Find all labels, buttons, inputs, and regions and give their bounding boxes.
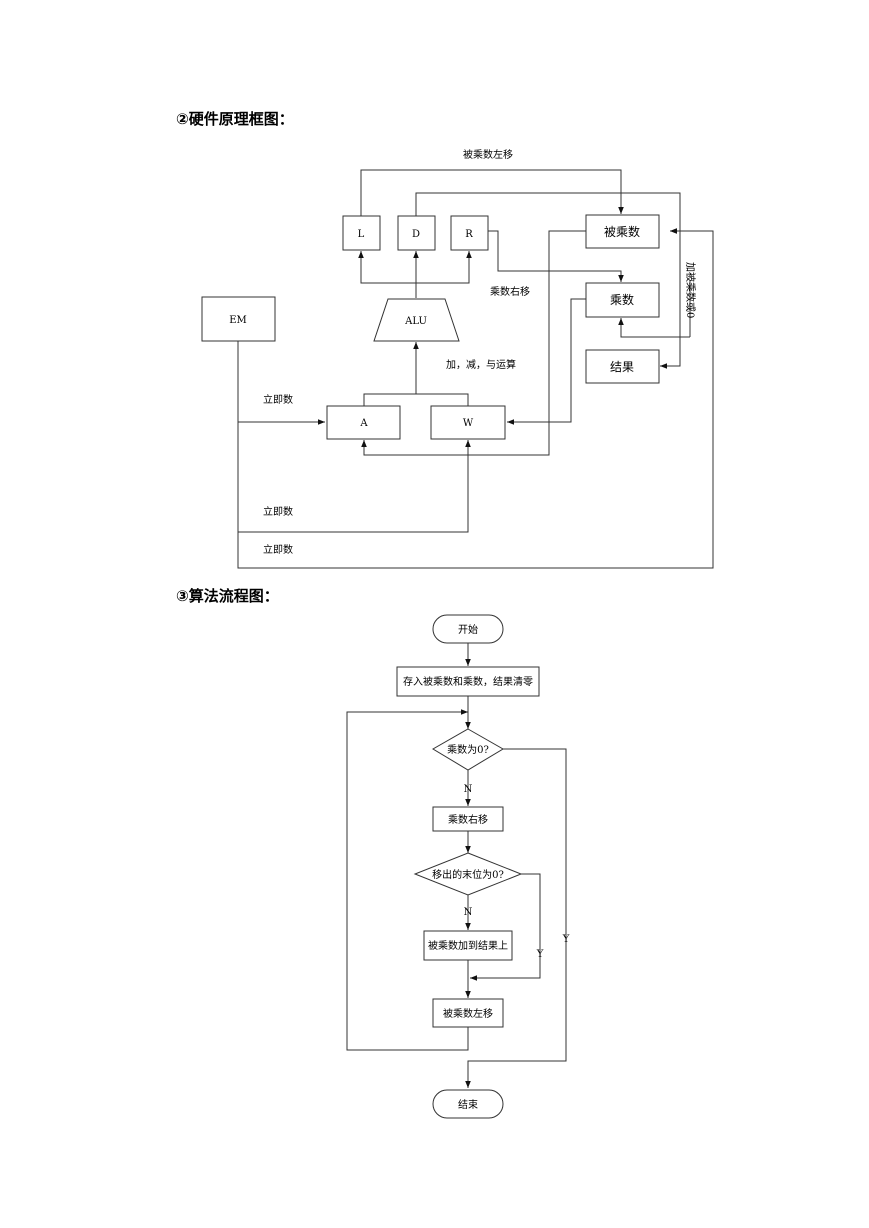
label-add-multiplicand-or-zero: 加被乘数或0 bbox=[684, 262, 697, 318]
alu-label: ALU bbox=[404, 316, 427, 327]
register-a-label: A bbox=[359, 418, 368, 429]
register-l-box bbox=[342, 215, 381, 251]
line-add-to-result bbox=[660, 231, 681, 369]
algorithm-flowchart: 开始 存入被乘数和乘数，结果清零 乘数为0? N Y 乘数右移 移出的末位为0?… bbox=[346, 614, 570, 1119]
label-immediate-2: 立即数 bbox=[263, 505, 293, 518]
em-label: EM bbox=[229, 315, 247, 326]
line-em-to-w bbox=[238, 440, 471, 533]
line-alu-to-r bbox=[416, 251, 472, 284]
result-label: 结果 bbox=[610, 360, 634, 374]
line-em-to-multiplicand bbox=[237, 228, 714, 569]
line-multiplier-to-w bbox=[507, 298, 586, 425]
line-cond1-yes-to-end bbox=[465, 748, 567, 1088]
line-aw-join bbox=[363, 393, 469, 406]
register-r-label: R bbox=[465, 229, 473, 240]
shift-right-label: 乘数右移 bbox=[448, 813, 488, 826]
multiplier-label: 乘数 bbox=[610, 292, 634, 307]
add-to-result-label: 被乘数加到结果上 bbox=[428, 939, 508, 952]
cond1-yes-label: Y bbox=[562, 934, 570, 945]
line-shift-left bbox=[360, 169, 624, 216]
cond-shifted-bit-zero-diamond bbox=[413, 852, 523, 896]
end-label: 结束 bbox=[458, 1098, 478, 1111]
store-step-label: 存入被乘数和乘数，结果清零 bbox=[403, 675, 533, 688]
end-terminal bbox=[432, 1089, 504, 1119]
start-label: 开始 bbox=[458, 623, 478, 636]
hardware-diagram: L D R 被乘数 乘数 结果 EM ALU A W 被乘数左移 乘数右移 加，… bbox=[201, 148, 714, 569]
line-to-multiplier-bottom bbox=[618, 318, 690, 338]
cond1-no-label: N bbox=[464, 784, 473, 795]
multiplier-box bbox=[585, 282, 660, 318]
cond-shifted-bit-zero-label: 移出的末位为0? bbox=[432, 868, 504, 881]
label-multiplier-shift-right: 乘数右移 bbox=[490, 285, 530, 298]
line-alu-to-l bbox=[358, 251, 417, 298]
em-box bbox=[201, 296, 276, 342]
store-step-box bbox=[396, 666, 540, 697]
shift-right-box bbox=[432, 806, 504, 832]
register-a-box bbox=[326, 405, 401, 440]
label-multiplicand-shift-left: 被乘数左移 bbox=[463, 148, 513, 161]
register-l-label: L bbox=[358, 229, 365, 240]
result-box bbox=[585, 349, 660, 384]
multiplicand-box bbox=[585, 214, 660, 249]
label-immediate-3: 立即数 bbox=[263, 543, 293, 556]
label-alu-operations: 加，减，与运算 bbox=[446, 358, 516, 371]
register-r-box bbox=[450, 215, 489, 251]
shift-left-box bbox=[432, 998, 504, 1028]
multiplicand-label: 被乘数 bbox=[604, 224, 640, 239]
fc-connections bbox=[346, 643, 567, 1088]
line-r-to-multiplier bbox=[488, 230, 624, 282]
cond2-no-label: N bbox=[464, 907, 473, 918]
cond2-yes-label: Y bbox=[536, 949, 544, 960]
line-loop-back bbox=[346, 709, 469, 1051]
register-d-box bbox=[397, 215, 436, 251]
hardware-diagram-heading: ②硬件原理框图： bbox=[176, 110, 294, 128]
cond-multiplier-zero-label: 乘数为0? bbox=[447, 743, 489, 756]
flowchart-heading: ③算法流程图： bbox=[176, 587, 279, 605]
add-to-result-box bbox=[423, 930, 513, 961]
line-cond2-yes bbox=[470, 873, 541, 981]
register-w-box bbox=[430, 405, 506, 440]
cond-multiplier-zero-diamond bbox=[432, 728, 504, 771]
label-immediate-1: 立即数 bbox=[263, 393, 293, 406]
register-w-label: W bbox=[463, 418, 474, 429]
register-d-label: D bbox=[412, 229, 420, 240]
hw-connections bbox=[237, 169, 714, 569]
shift-left-label: 被乘数左移 bbox=[443, 1007, 493, 1020]
alu-trapezoid bbox=[373, 298, 460, 342]
start-terminal bbox=[432, 614, 504, 644]
